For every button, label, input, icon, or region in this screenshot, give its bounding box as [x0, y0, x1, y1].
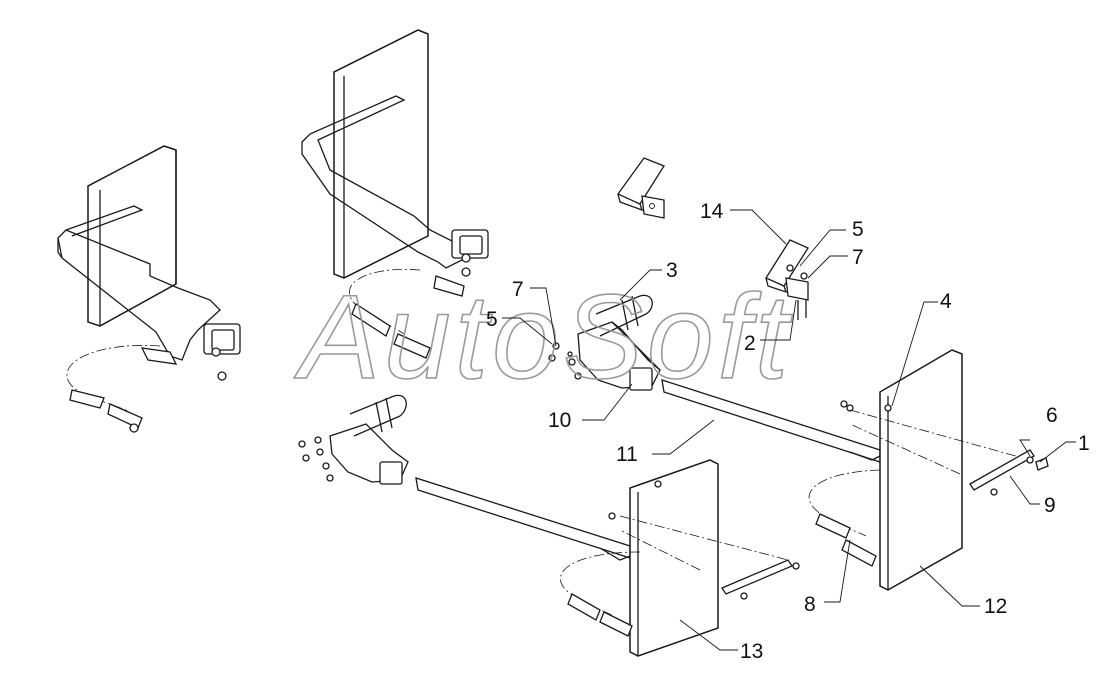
- mudguard-part-12: [808, 349, 1031, 591]
- mudguard-assembly-top-center: [301, 29, 489, 359]
- callout-leaders: [502, 209, 1076, 651]
- lower-clamp-assembly: [298, 394, 641, 561]
- callout-3: 3: [666, 259, 678, 282]
- mounting-plate-part-9: [840, 400, 1049, 496]
- callout-14: 14: [700, 200, 724, 223]
- callout-5-upper: 5: [852, 218, 864, 241]
- callout-7-upper: 7: [852, 246, 864, 269]
- mudguard-assembly-top-left: [57, 145, 241, 433]
- callout-12: 12: [984, 595, 1007, 618]
- watermark-text: AutoSoft: [294, 270, 793, 404]
- bracket-part-14-lower: [765, 239, 809, 320]
- callout-10: 10: [548, 409, 571, 432]
- clamp-bracket-part-10: [548, 294, 661, 391]
- mudguard-part-13: [560, 459, 800, 657]
- callout-5-left: 5: [486, 308, 498, 331]
- callout-2: 2: [744, 332, 756, 355]
- callout-8: 8: [804, 593, 816, 616]
- callout-7-left: 7: [512, 278, 524, 301]
- callout-13: 13: [740, 640, 763, 663]
- callout-11: 11: [616, 443, 638, 466]
- bracket-part-14-upper: [617, 157, 665, 219]
- callout-6: 6: [1046, 404, 1058, 427]
- callout-9: 9: [1044, 494, 1056, 517]
- callout-4: 4: [940, 290, 952, 313]
- callout-1: 1: [1078, 432, 1090, 455]
